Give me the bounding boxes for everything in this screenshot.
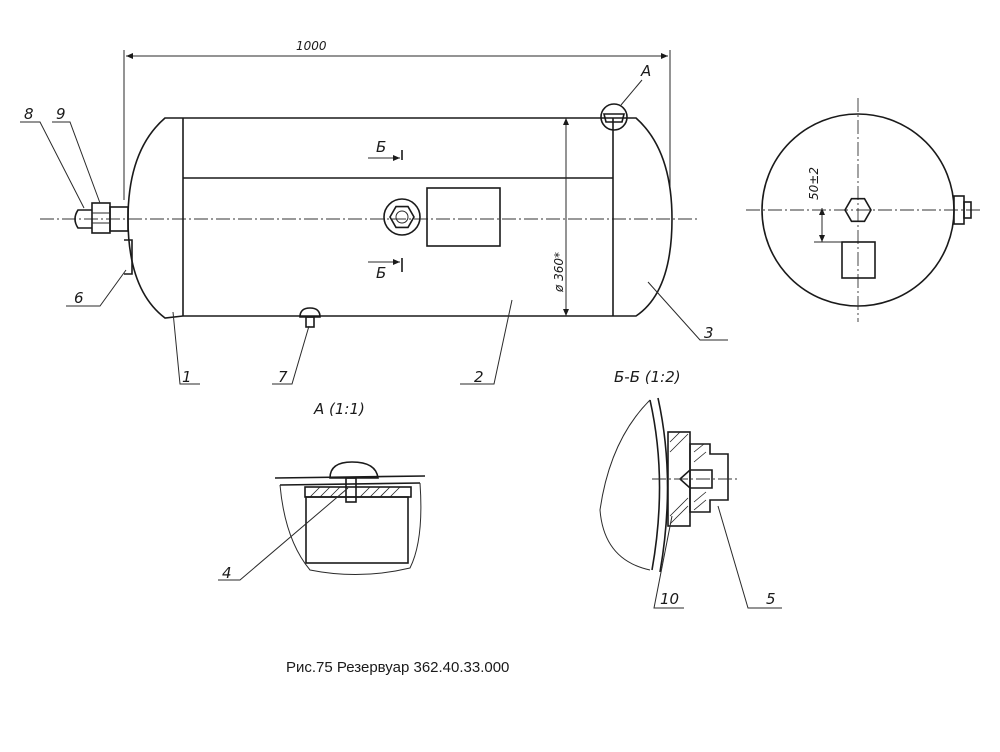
nameplate [426,187,501,247]
callout-4: 4 [218,487,349,582]
section-shell-outer [649,399,661,571]
end-view-nameplate [841,241,876,279]
svg-text:7: 7 [278,368,288,386]
bracket [124,239,133,275]
detail-a-body [305,496,409,564]
end-view: 50±2 [746,98,982,322]
detail-a-title: А (1:1) [313,400,365,418]
callout-1: 1 [172,311,200,386]
svg-text:9: 9 [56,105,66,123]
detail-a-plug-head [329,461,379,479]
callout-7: 7 [272,325,310,386]
main-view: 1000 ø 360* Б Б [20,39,728,386]
section-mark-bottom: Б [376,264,386,282]
callout-9: 9 [52,105,101,204]
svg-text:4: 4 [222,564,232,582]
end-view-nut [844,197,872,223]
end-view-inlet-tip [963,201,972,219]
drain-fitting [383,198,421,236]
svg-text:1: 1 [182,368,192,386]
bottom-plug [299,307,321,318]
right-head [613,117,673,317]
inlet-fitting [74,202,129,234]
svg-text:5: 5 [766,590,776,608]
dim-diameter-text: ø 360* [552,252,566,293]
callout-10: 10 [653,515,684,609]
callout-8: 8 [20,105,85,209]
section-title: Б-Б (1:2) [614,368,681,386]
section-bore [678,469,713,489]
svg-text:3: 3 [704,324,714,342]
bottom-plug-stem [305,316,315,328]
detail-a-plug-stem [345,477,357,503]
section-mark-top: Б [376,138,386,156]
dim-length-text: 1000 [296,39,327,53]
svg-text:10: 10 [660,590,679,608]
left-head [127,117,184,319]
detail-a-break-line [279,482,422,576]
section-break-line [599,399,651,571]
callout-6: 6 [66,269,127,307]
callout-5: 5 [717,505,782,609]
svg-text:8: 8 [24,105,34,123]
detail-a-shell-outer [274,475,426,479]
detail-a-marker: А [640,62,651,80]
svg-text:2: 2 [474,368,484,386]
callout-3: 3 [647,281,728,342]
detail-a-leader [620,79,643,106]
callout-2: 2 [460,299,513,386]
detail-a-shell-inner [279,482,421,486]
section-plug [689,443,729,513]
svg-text:6: 6 [74,289,84,307]
section-b-view: Б-Б (1:2) 10 5 [599,368,782,609]
detail-a-view: А (1:1) 4 [218,400,426,582]
figure-caption: Рис.75 Резервуар 362.40.33.000 [286,659,509,676]
detail-a-circle [600,103,628,131]
detail-a-plug [602,113,626,123]
end-view-dim-text: 50±2 [807,167,821,200]
